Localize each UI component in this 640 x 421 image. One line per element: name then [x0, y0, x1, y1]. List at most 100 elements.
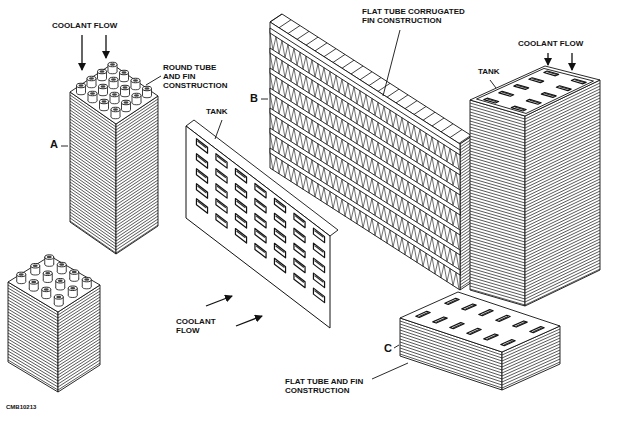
round-tube [87, 76, 96, 88]
tube-opening [72, 271, 77, 274]
tube-top [143, 86, 152, 91]
leader-line [372, 363, 408, 379]
tank-plate [186, 126, 330, 328]
slot-shade [487, 335, 496, 339]
tube-slot [501, 340, 515, 346]
tube-end [270, 14, 282, 22]
slot-shade [448, 300, 457, 304]
hole-shade [237, 201, 246, 208]
tube-slot [556, 86, 571, 91]
tube-slot [544, 71, 559, 76]
round-tube [122, 100, 131, 112]
tube-top [111, 107, 120, 112]
part-label: FLAT TUBE CORRUGATED FIN CONSTRUCTION [362, 8, 467, 26]
fin-lines [116, 99, 158, 253]
hole-shade [198, 186, 207, 193]
tube-opening [122, 71, 127, 74]
tube-hole [235, 184, 246, 198]
tube-slot [450, 323, 464, 329]
tube-end [315, 43, 327, 51]
tank-top [477, 68, 594, 113]
tube-slot [462, 304, 476, 310]
hole-shade [276, 261, 285, 268]
tube-hole [274, 228, 285, 242]
round-tube [109, 77, 118, 89]
tube-opening [47, 256, 52, 259]
tube-top [110, 92, 119, 97]
flow-arrow [571, 53, 572, 70]
slot-shade [515, 107, 524, 110]
hole-shade [217, 201, 226, 208]
slot-shade [560, 87, 569, 90]
round-tube [56, 279, 65, 291]
core-top [470, 66, 600, 116]
tube-top [109, 77, 118, 82]
tube-slot [416, 311, 430, 317]
slot-shade [532, 79, 541, 82]
hole-shade [217, 216, 226, 223]
tube-end [450, 130, 462, 138]
flow-label: COOLANT FLOW [518, 40, 583, 49]
round-tube [131, 78, 140, 90]
tube-top [131, 78, 140, 83]
hole-shade [315, 245, 324, 252]
flat-tube [270, 128, 460, 255]
round-tube [43, 271, 52, 283]
tube-top [98, 69, 107, 74]
tube-end [333, 54, 345, 62]
tube-slot [571, 79, 586, 84]
hole-shade [315, 260, 324, 267]
tube-top [17, 272, 26, 277]
tube-top [122, 100, 131, 105]
hole-shade [276, 231, 285, 238]
tube-end [396, 95, 408, 103]
round-tube [54, 295, 63, 307]
tube-hole [274, 198, 285, 212]
radiator-cores [8, 14, 600, 392]
slot-shade [504, 341, 513, 345]
hole-shade [198, 141, 207, 148]
tube-opening [33, 264, 38, 267]
hole-shade [256, 216, 265, 223]
tube-opening [90, 92, 95, 95]
hole-shade [198, 171, 207, 178]
hole-shade [217, 186, 226, 193]
hole-shade [237, 216, 246, 223]
core-top [8, 256, 100, 312]
hole-shade [237, 231, 246, 238]
round-tube [111, 107, 120, 119]
slot-shade [419, 313, 428, 317]
tube-opening [59, 263, 64, 266]
tube-top [56, 279, 65, 284]
tube-opening [124, 101, 129, 104]
tube-opening [89, 77, 94, 80]
tube-opening [31, 281, 36, 284]
tube-top [88, 91, 97, 96]
tube-top [57, 262, 66, 267]
hole-shade [256, 231, 265, 238]
tube-opening [110, 63, 115, 66]
round-tube [45, 255, 54, 267]
round-tube [121, 85, 130, 97]
leader-lines [61, 30, 496, 379]
tube-top [99, 84, 108, 89]
callout-letter: C [384, 342, 392, 354]
tube-opening [123, 86, 128, 89]
tube-hole [255, 183, 266, 197]
tube-hole [216, 184, 227, 198]
tube-top [29, 280, 38, 285]
tube-hole [235, 229, 246, 243]
tube-slot [513, 321, 527, 327]
tube-end [288, 26, 300, 34]
leader-line [394, 345, 399, 348]
round-tube [31, 264, 40, 276]
tube-opening [58, 279, 63, 282]
tube-opening [113, 108, 118, 111]
figure-code: CMB10213 [6, 404, 36, 411]
tube-hole [294, 228, 305, 242]
part-label: FLAT TUBE AND FIN CONSTRUCTION [285, 378, 415, 396]
tube-end [405, 101, 417, 109]
leader-line [215, 120, 222, 139]
tube-top [77, 83, 86, 88]
hole-shade [315, 230, 324, 237]
